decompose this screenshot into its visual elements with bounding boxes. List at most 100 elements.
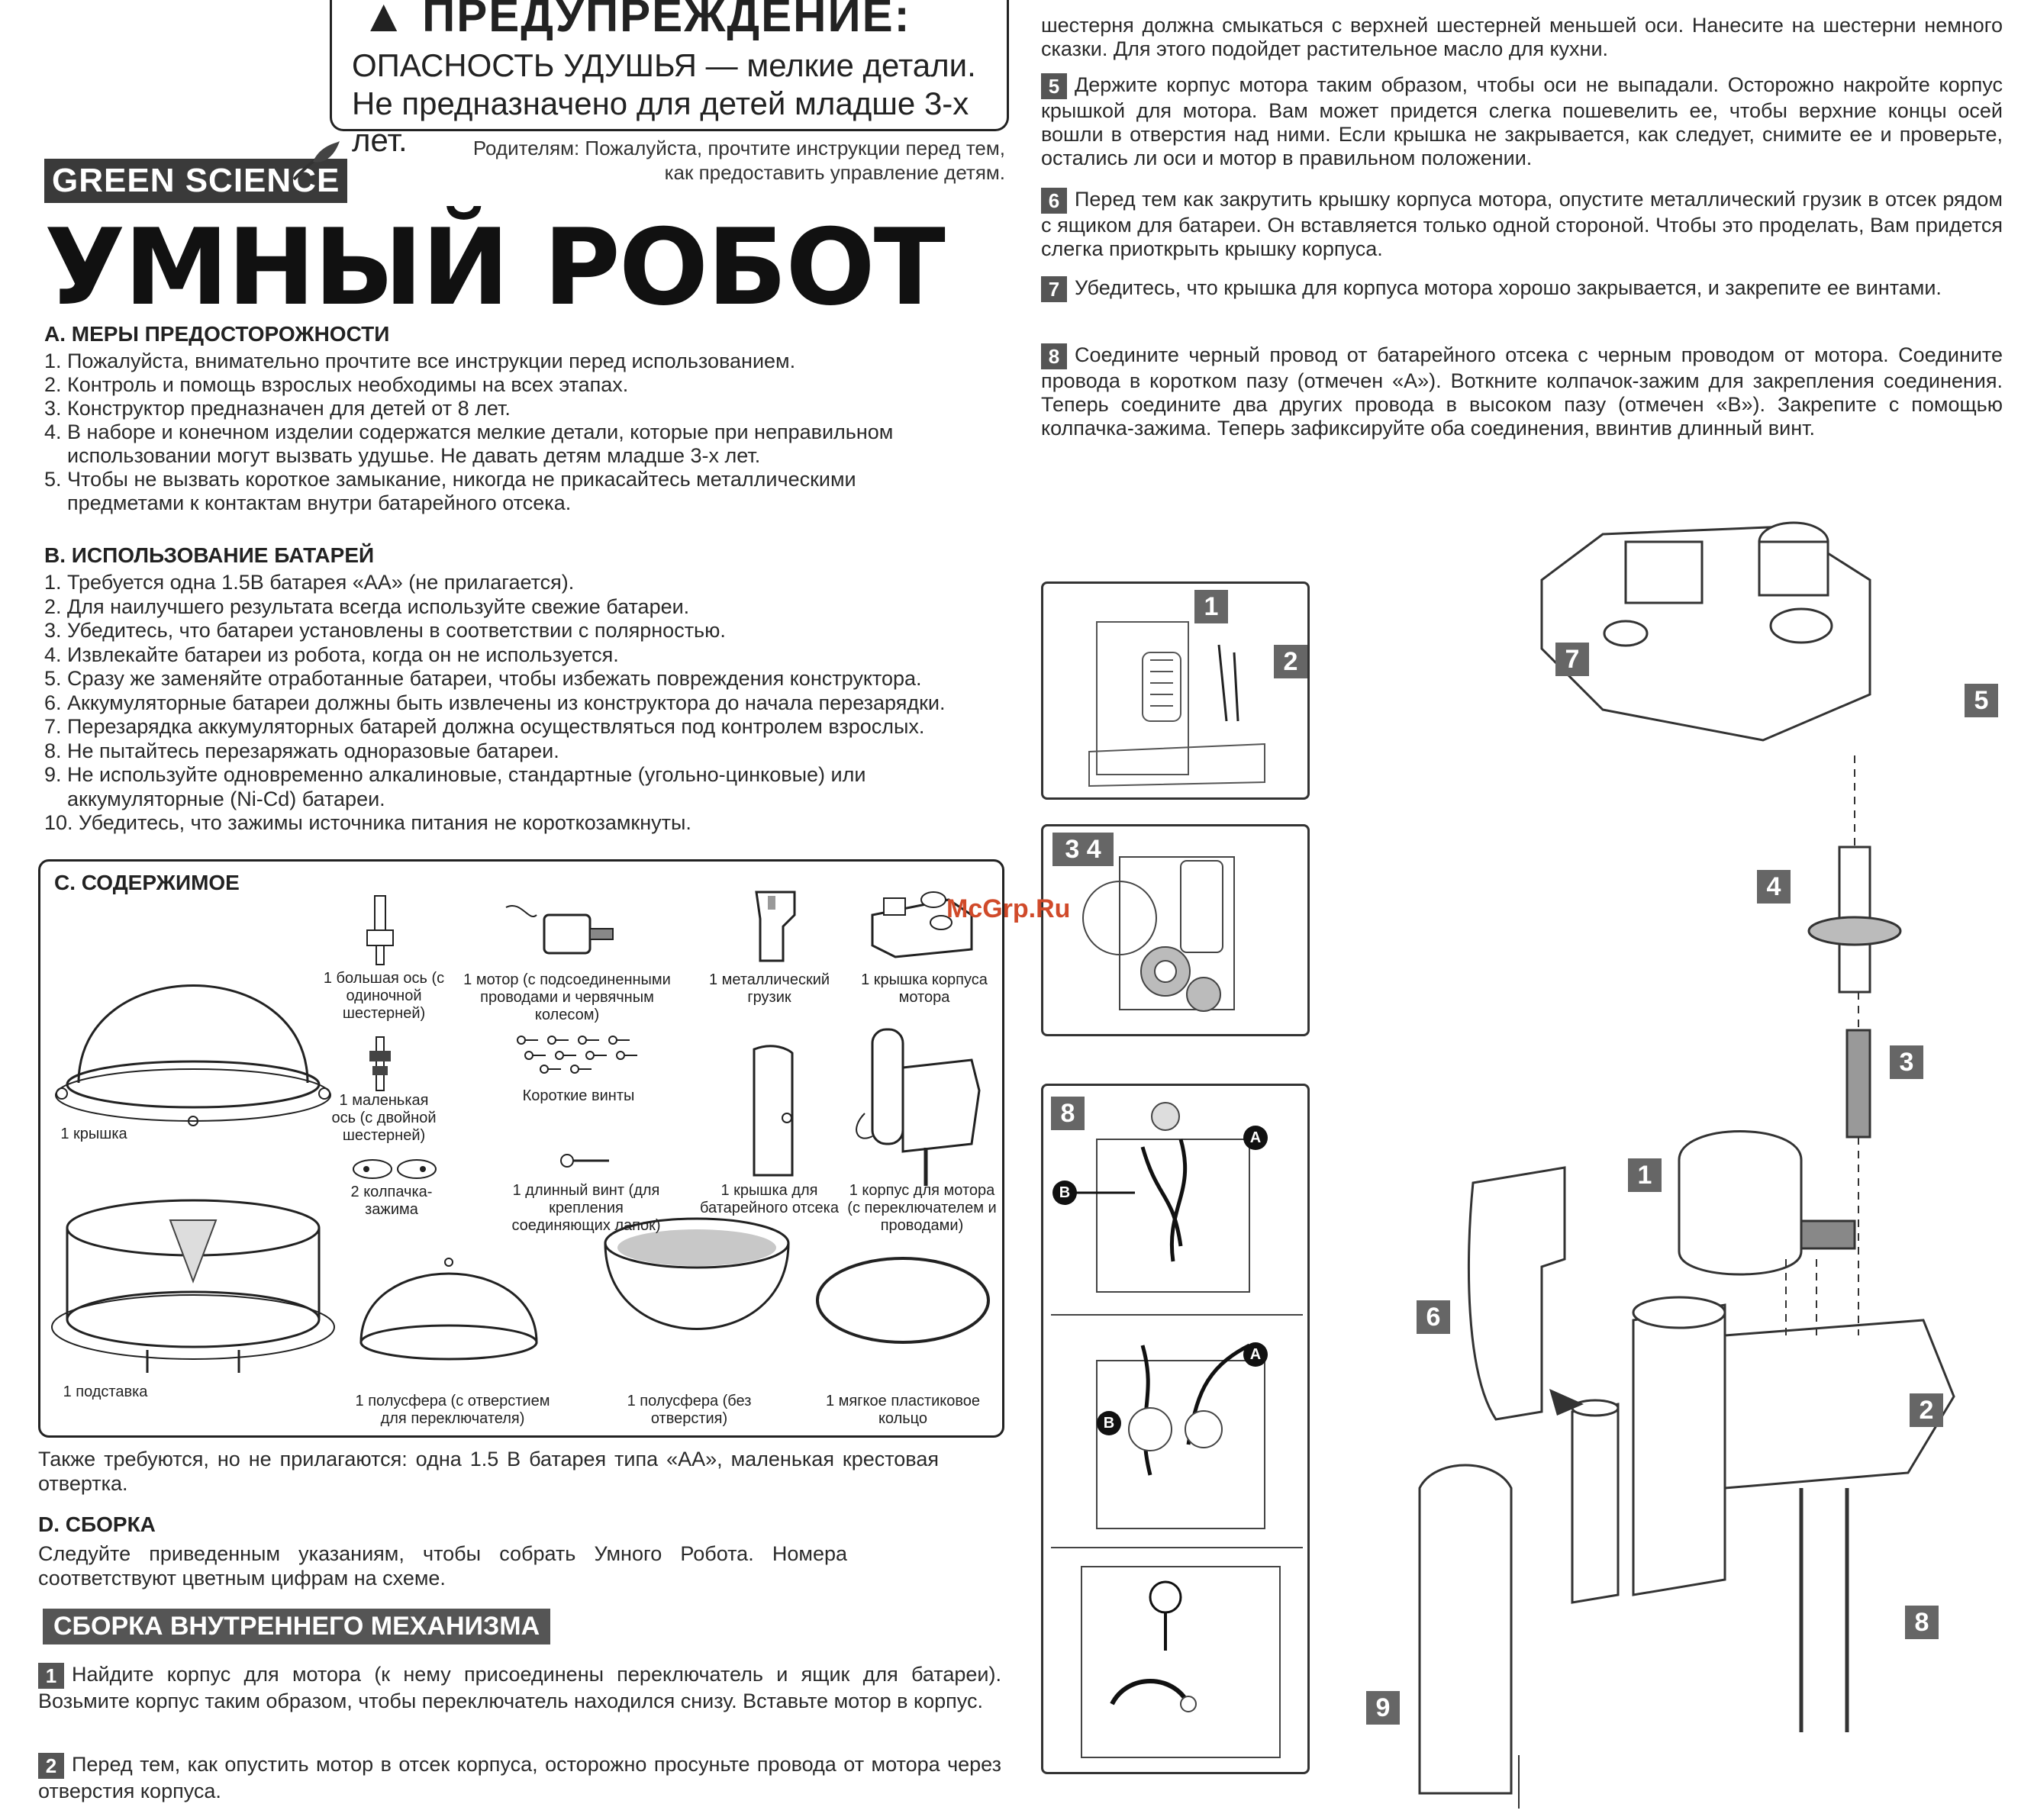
caption-lid: 1 крышка (60, 1126, 127, 1142)
lid-drawing (55, 984, 331, 1126)
section-d-heading: D. СБОРКА (38, 1512, 156, 1536)
list-item: 7. Перезарядка аккумуляторных батарей до… (44, 715, 925, 738)
motor-insert-drawing (1088, 621, 1265, 788)
warning-triangle-icon: ▲ (361, 0, 423, 41)
long-screw-drawing (560, 1154, 609, 1168)
section-b-list: 1. Требуется одна 1.5В батарея «АА» (не … (44, 571, 946, 836)
detail-panel-8: 8 A B A B (1041, 1084, 1310, 1774)
diagram-number: 7 (1555, 643, 1589, 676)
section-c-heading: C. СОДЕРЖИМОЕ (54, 871, 240, 894)
label-b: B (1052, 1181, 1077, 1205)
also-required: Также требуются, но не прилагаются: одна… (38, 1448, 939, 1495)
ring-drawing (816, 1257, 990, 1344)
caption-clips: 2 колпачка-зажима (350, 1184, 433, 1218)
caption-long-screw: 1 длинный винт (для крепления соединяющи… (511, 1182, 661, 1234)
list-item: 10. Убедитесь, что зажимы источника пита… (44, 811, 691, 834)
step-number: 2 (38, 1752, 64, 1779)
label-b: B (1097, 1411, 1121, 1435)
step-number: 7 (1041, 276, 1067, 302)
caption-big-axle: 1 большая ось (с одиночной шестерней) (323, 970, 445, 1022)
caption-hemisphere-hole: 1 полусфера (с отверстием для переключат… (355, 1393, 550, 1427)
warning-box: ▲ ПРЕДУПРЕЖДЕНИЕ: ОПАСНОСТЬ УДУШЬЯ — мел… (330, 0, 1009, 158)
list-item: 1. Пожалуйста, внимательно прочтите все … (44, 350, 796, 372)
caption-base: 1 подставка (63, 1384, 148, 1400)
step-number: 5 (1041, 73, 1067, 99)
list-item: 8. Не пытайтесь перезаряжать одноразовые… (44, 739, 559, 762)
list-item: 4. Извлекайте батареи из робота, когда о… (44, 643, 619, 666)
gears-drawing (1082, 856, 1235, 1012)
caption-motor-housing: 1 корпус для мотора (с переключателем и … (847, 1182, 997, 1234)
step-text: Перед тем, как опустить мотор в отсек ко… (38, 1753, 1001, 1802)
hemisphere-hole-drawing (359, 1258, 538, 1361)
diagram-number: 4 (1757, 870, 1791, 904)
watermark: McGrp.Ru (946, 894, 1071, 923)
list-item: использовании могут вызвать удушье. Не д… (44, 444, 761, 467)
step-text: Найдите корпус для мотора (к нему присое… (38, 1663, 1001, 1712)
diagram-number: 5 (1965, 684, 1998, 717)
step-text: Убедитесь, что крышка для корпуса мотора… (1075, 276, 1942, 300)
page-title: УМНЫЙ РОБОТ (44, 206, 946, 329)
diagram-number: 9 (1366, 1691, 1400, 1725)
detail-panel-1-2: 1 2 (1041, 581, 1310, 800)
section-b-heading: B. ИСПОЛЬЗОВАНИЕ БАТАРЕЙ (44, 543, 375, 567)
brand-logo: GREEN SCIENCE (44, 159, 348, 203)
motor-housing-drawing (856, 1028, 981, 1186)
base-drawing (51, 1199, 335, 1373)
step-text: Держите корпус мотора таким образом, что… (1041, 73, 2003, 169)
leaf-icon (292, 141, 340, 181)
caption-motor: 1 мотор (с подсоединенными проводами и ч… (463, 971, 671, 1023)
right-intro: шестерня должна смыкаться с верхней шест… (1041, 14, 2003, 60)
diagram-number: 1 (1194, 590, 1228, 623)
detail-panel-3-4: 3 4 (1041, 824, 1310, 1036)
list-item: 3. Убедитесь, что батареи установлены в … (44, 619, 726, 642)
diagram-number: 1 (1628, 1158, 1662, 1192)
parents-note-2: как предоставить управление детям. (664, 161, 1005, 184)
list-item: 3. Конструктор предназначен для детей от… (44, 397, 511, 420)
section-a-list: 1. Пожалуйста, внимательно прочтите все … (44, 350, 893, 515)
motor-drawing (505, 905, 614, 955)
contents-box: C. СОДЕРЖИМОЕ (38, 859, 1004, 1438)
wires-drawing (1051, 1102, 1303, 1758)
list-item: 6. Аккумуляторные батареи должны быть из… (44, 691, 946, 714)
section-d-intro: Следуйте приведенным указаниям, чтобы со… (38, 1542, 847, 1590)
caption-battery-cover: 1 крышка для батарейного отсека (700, 1182, 839, 1216)
step-text: Соедините черный провод от батарейного о… (1041, 343, 2003, 440)
list-item: 2. Контроль и помощь взрослых необходимы… (44, 373, 629, 396)
warning-line-1: ОПАСНОСТЬ УДУШЬЯ — мелкие детали. (352, 47, 976, 83)
weight-drawing (755, 891, 796, 962)
step-number: 1 (38, 1662, 64, 1689)
step-number: 6 (1041, 188, 1067, 214)
warning-title: ▲ ПРЕДУПРЕЖДЕНИЕ: (361, 0, 911, 42)
list-item: 1. Требуется одна 1.5В батарея «АА» (не … (44, 571, 575, 594)
hemisphere-drawing (604, 1217, 790, 1330)
diagram-number: 2 (1274, 645, 1307, 678)
label-a: A (1243, 1126, 1268, 1150)
parents-note-1: Родителям: Пожалуйста, прочтите инструкц… (472, 137, 1005, 159)
caption-weight: 1 металлический грузик (708, 971, 830, 1006)
caption-short-screws: Короткие винты (522, 1087, 635, 1104)
diagram-number: 8 (1905, 1606, 1939, 1639)
small-axle-drawing (369, 1036, 391, 1091)
step-text: Перед тем как закрутить крышку корпуса м… (1041, 188, 2003, 260)
exploded-diagram (1418, 521, 1955, 1809)
assembly-band: СБОРКА ВНУТРЕННЕГО МЕХАНИЗМА (43, 1609, 551, 1644)
list-item: 4. В наборе и конечном изделии содержатс… (44, 420, 894, 443)
warning-line-2: Не предназначено для детей младше 3-х ле… (352, 85, 969, 158)
short-screws-drawing (517, 1036, 637, 1074)
big-axle-drawing (366, 895, 394, 965)
diagram-number: 2 (1910, 1393, 1943, 1427)
list-item: 9. Не используйте одновременно алкалинов… (44, 763, 866, 786)
list-item: предметами к контактам внутри батарейног… (44, 491, 572, 514)
list-item: 5. Чтобы не вызвать короткое замыкание, … (44, 468, 856, 491)
step-7: 7 Убедитесь, что крышка для корпуса мотор… (1041, 276, 2003, 302)
diagram-number: 8 (1051, 1097, 1085, 1130)
caption-ring: 1 мягкое пластиковое кольцо (825, 1393, 981, 1427)
caption-small-axle: 1 маленькая ось (с двойной шестерней) (331, 1092, 437, 1144)
caption-hemisphere: 1 полусфера (без отверстия) (627, 1393, 752, 1427)
diagram-number: 3 4 (1052, 833, 1114, 866)
